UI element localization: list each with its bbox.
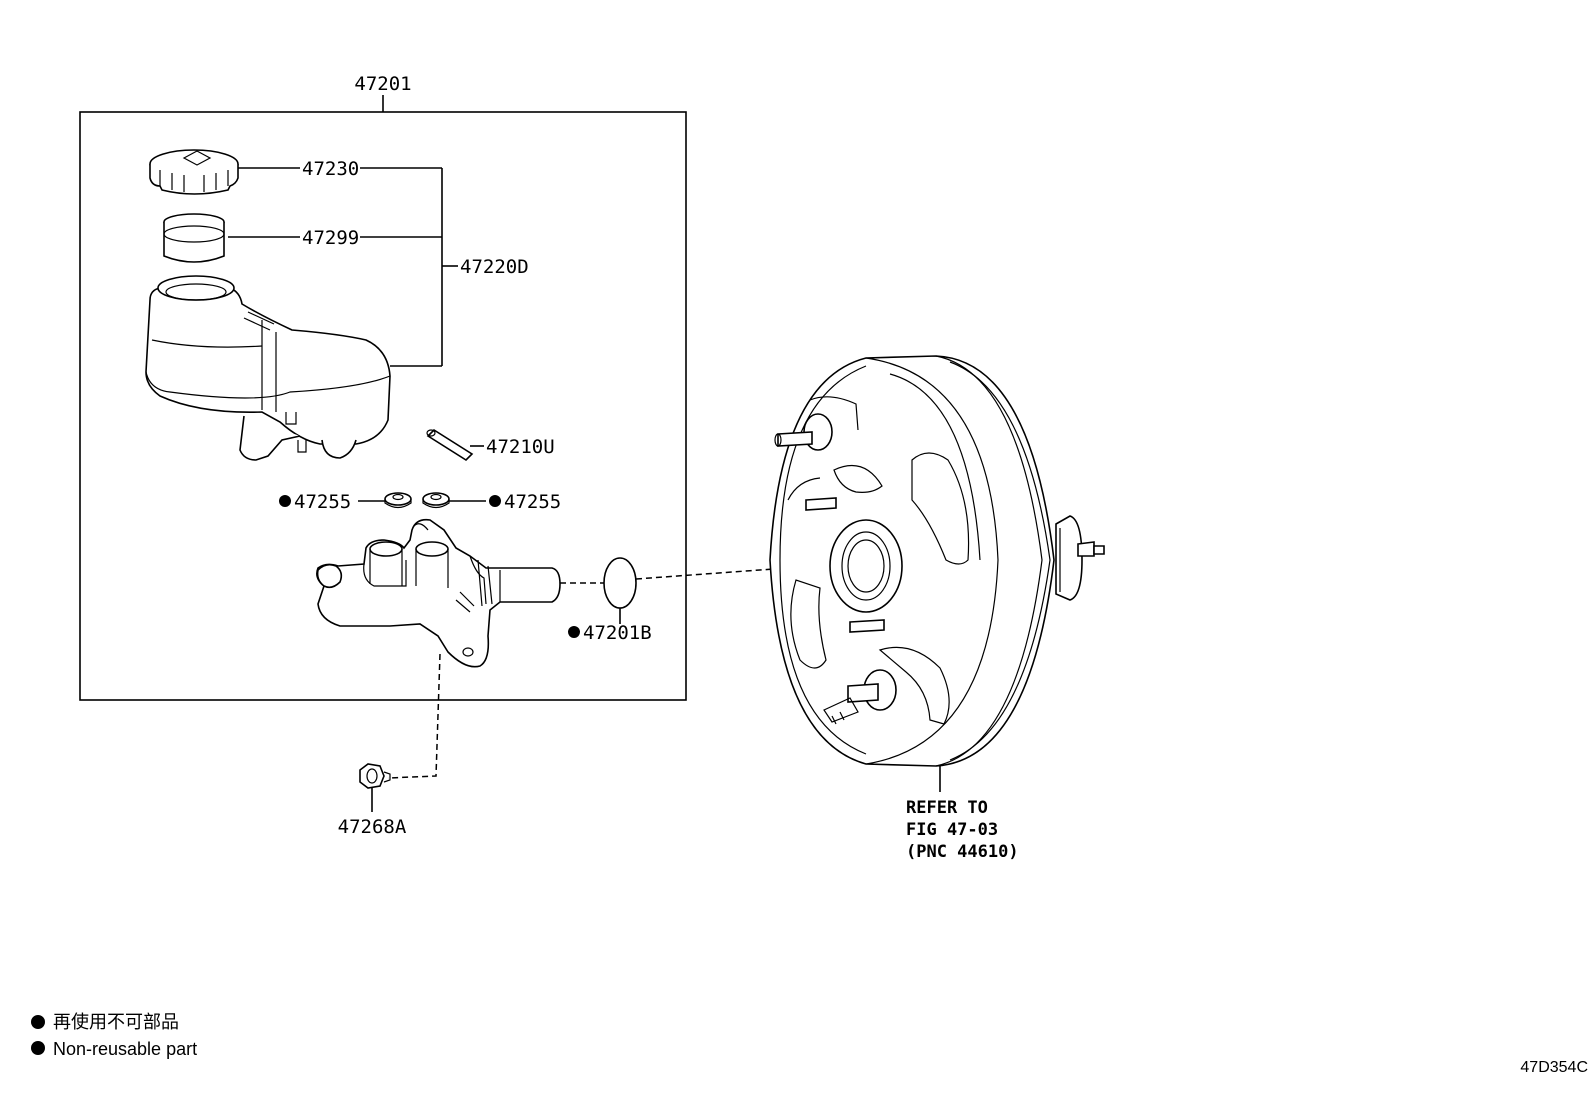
- legend-english: Non-reusable part: [53, 1039, 197, 1059]
- legend-bullet-ja: [31, 1015, 45, 1029]
- brake-booster-part: [769, 355, 1105, 767]
- refer-note-line1: REFER TO: [906, 798, 988, 818]
- callout-47210U: 47210U: [486, 436, 555, 458]
- callout-47230: 47230: [302, 158, 359, 180]
- refer-note-line3: (PNC 44610): [906, 842, 1019, 862]
- reservoir-tank-part: [145, 275, 391, 461]
- strainer-part: [163, 213, 225, 263]
- o-ring-part: [603, 557, 637, 609]
- callout-47201: 47201: [354, 73, 411, 95]
- refer-note-line2: FIG 47-03: [906, 820, 998, 840]
- callout-47299: 47299: [302, 227, 359, 249]
- figure-id: 47D354C: [1520, 1059, 1588, 1076]
- reservoir-cap-part: [149, 149, 239, 195]
- non-reusable-bullet-47255-right: [489, 495, 501, 507]
- grommet-right-part: [422, 492, 450, 509]
- non-reusable-bullet-47255-left: [279, 495, 291, 507]
- legend-bullet-en: [31, 1041, 45, 1055]
- master-cylinder-body-part: [316, 518, 561, 668]
- pin-part: [426, 428, 474, 462]
- non-reusable-bullet-47201B: [568, 626, 580, 638]
- callout-47201B: 47201B: [583, 622, 652, 644]
- callout-47255-left: 47255: [294, 491, 351, 513]
- callout-47255-right: 47255: [504, 491, 561, 513]
- legend-japanese: 再使用不可部品: [53, 1012, 179, 1032]
- callout-47268A: 47268A: [338, 816, 407, 838]
- grommet-left-part: [384, 492, 412, 509]
- callout-47220D: 47220D: [460, 256, 529, 278]
- nut-part: [359, 763, 391, 789]
